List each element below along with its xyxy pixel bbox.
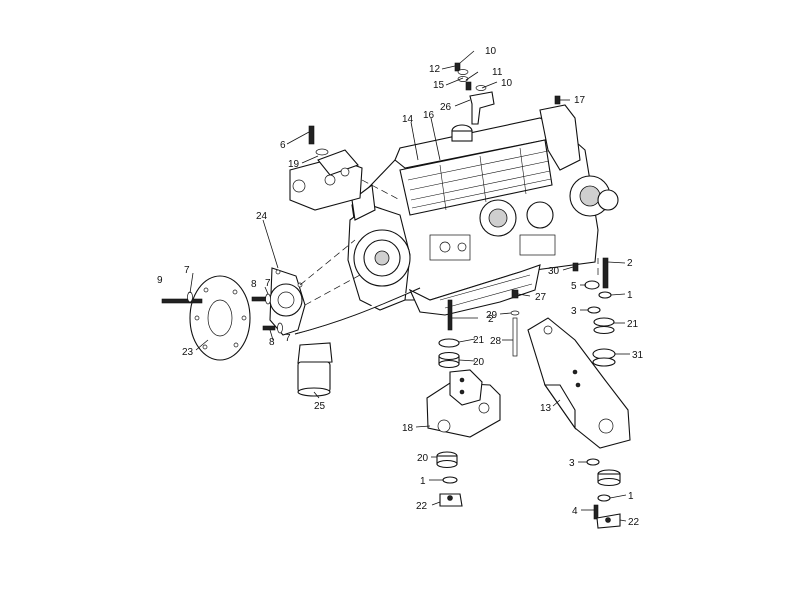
callout-5: 5: [571, 281, 577, 292]
callout-27: 27: [535, 292, 547, 303]
callout-7: 7: [265, 278, 271, 289]
left-upper-mount: [289, 125, 401, 211]
callout-2: 2: [488, 314, 494, 325]
callout-20: 20: [473, 357, 485, 368]
callout-21: 21: [627, 319, 639, 330]
callout-12: 12: [429, 64, 441, 75]
callout-30: 30: [548, 266, 560, 277]
filter-and-hose: [294, 287, 421, 397]
rear-mount-stack: [510, 257, 631, 529]
callout-31: 31: [632, 350, 644, 361]
callout-21: 21: [473, 335, 485, 346]
callout-22: 22: [416, 501, 428, 512]
callout-6: 6: [280, 140, 286, 151]
callout-26: 26: [440, 102, 452, 113]
callout-1: 1: [628, 491, 634, 502]
callout-13: 13: [540, 403, 552, 414]
callout-20: 20: [417, 453, 429, 464]
callout-14: 14: [402, 114, 414, 125]
callout-10: 10: [501, 78, 513, 89]
callout-16: 16: [423, 110, 435, 121]
callout-18: 18: [402, 423, 414, 434]
callout-7: 7: [184, 265, 190, 276]
callout-25: 25: [314, 401, 326, 412]
callout-3: 3: [571, 306, 577, 317]
callout-11: 11: [492, 67, 503, 78]
flywheel-adapter: [269, 239, 361, 336]
leader-lines: [189, 50, 630, 522]
flywheel-bolts: [161, 291, 283, 334]
callout-15: 15: [433, 80, 445, 91]
front-mount-stack: [426, 299, 501, 507]
valve-cover-ridges: [407, 147, 552, 211]
callout-22: 22: [628, 517, 640, 528]
callout-23: 23: [182, 347, 194, 358]
callout-1: 1: [627, 290, 633, 301]
callout-17: 17: [574, 95, 586, 106]
callout-19: 19: [288, 159, 300, 170]
engine-assembly: [347, 104, 619, 316]
callout-29: 29: [486, 310, 498, 321]
callout-7: 7: [285, 333, 291, 344]
callout-8: 8: [251, 279, 257, 290]
callout-9: 9: [157, 275, 163, 286]
flywheel-plate: [189, 275, 251, 361]
callout-3: 3: [569, 458, 575, 469]
callout-10: 10: [485, 46, 497, 57]
callout-24: 24: [256, 211, 268, 222]
lifting-bracket-hardware: [454, 62, 561, 125]
callout-28: 28: [490, 336, 502, 347]
callout-2: 2: [627, 258, 633, 269]
callout-4: 4: [572, 506, 578, 517]
callout-8: 8: [269, 337, 275, 348]
callout-1: 1: [420, 476, 426, 487]
callout-labels: 10 12 11 15 10 17 26 14 16 6 19 24 9 7 8…: [157, 46, 644, 528]
